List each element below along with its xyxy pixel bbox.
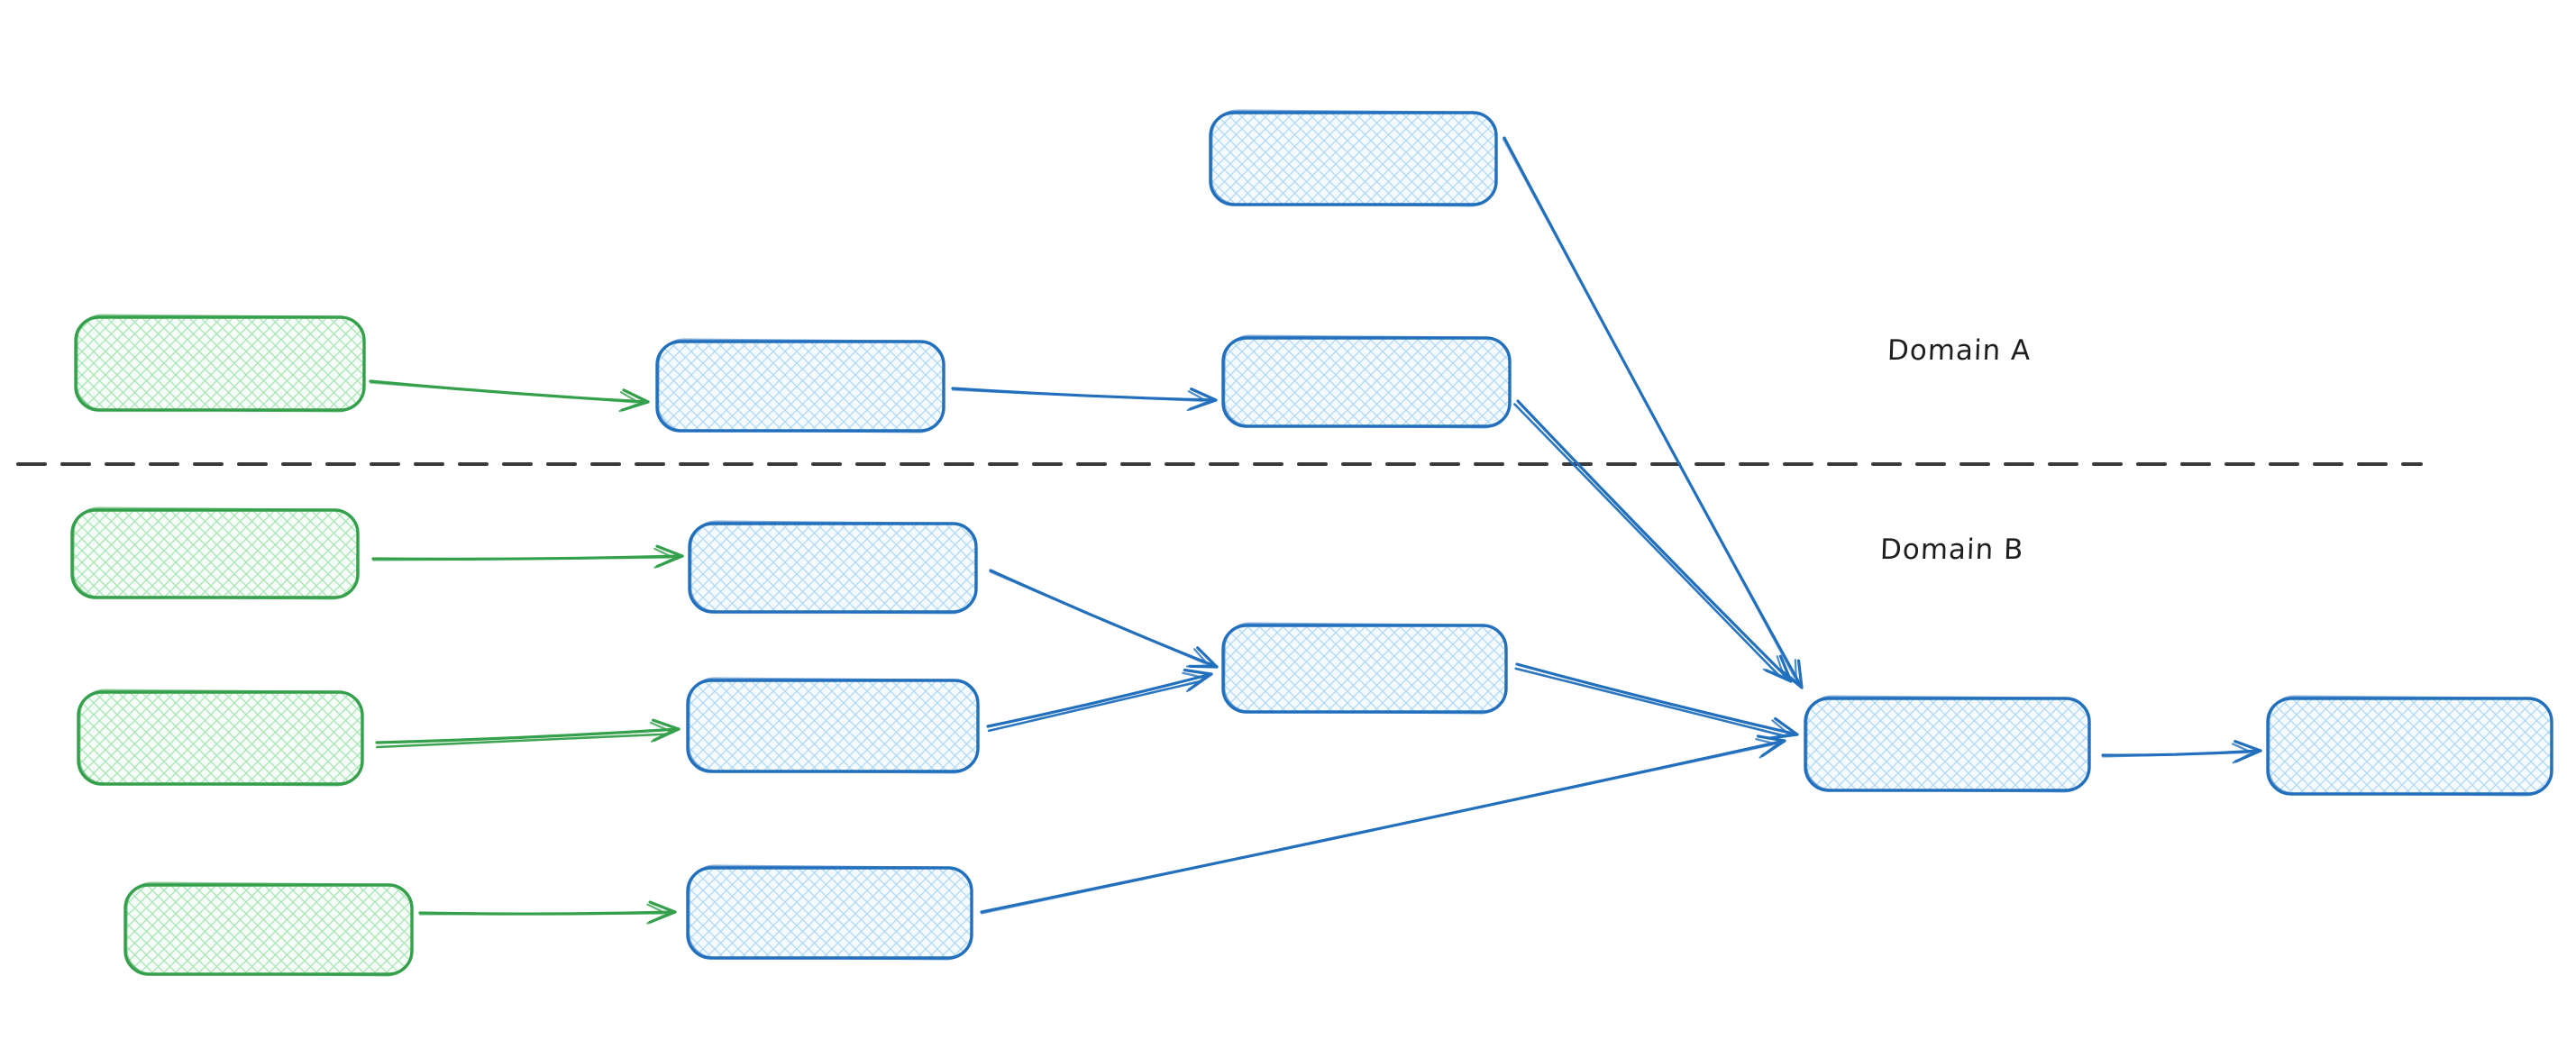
node-b-source-3[interactable] — [123, 881, 414, 977]
node-b-source-1[interactable] — [70, 506, 360, 600]
node-b-source-2[interactable] — [77, 689, 364, 787]
edge-b-step-1-to-b-merge[interactable] — [989, 569, 1219, 669]
edge-b-step-2-to-b-merge[interactable] — [986, 668, 1213, 733]
edge-a-source-to-a-step-1[interactable] — [369, 379, 650, 413]
node-output[interactable] — [2266, 695, 2553, 797]
node-a-source[interactable] — [74, 314, 366, 413]
domain-a-label[interactable]: Domain A — [1886, 334, 2032, 367]
node-main-merge[interactable] — [1804, 695, 2091, 793]
node-b-step-3[interactable] — [686, 864, 973, 961]
edge-b-merge-to-main-merge[interactable] — [1514, 662, 1799, 740]
node-b-merge[interactable] — [1221, 622, 1508, 715]
edge-a-step-1-to-a-step-2[interactable] — [951, 387, 1218, 412]
edge-a-top-to-main-merge[interactable] — [1502, 136, 1804, 689]
edge-b-step-3-to-main-merge[interactable] — [980, 734, 1786, 915]
edge-b-source-3-to-b-step-3[interactable] — [418, 900, 677, 925]
domain-b-label[interactable]: Domain B — [1879, 534, 2025, 566]
node-a-top[interactable] — [1209, 109, 1498, 207]
node-a-step-1[interactable] — [655, 338, 945, 433]
node-b-step-1[interactable] — [688, 520, 978, 615]
edge-b-source-1-to-b-step-1[interactable] — [371, 544, 684, 569]
edge-b-source-2-to-b-step-2[interactable] — [375, 718, 681, 749]
edge-main-merge-to-output[interactable] — [2101, 740, 2262, 764]
edge-a-step-2-to-main-merge[interactable] — [1513, 399, 1793, 683]
node-a-step-2[interactable] — [1221, 334, 1512, 429]
node-b-step-2[interactable] — [686, 677, 980, 774]
